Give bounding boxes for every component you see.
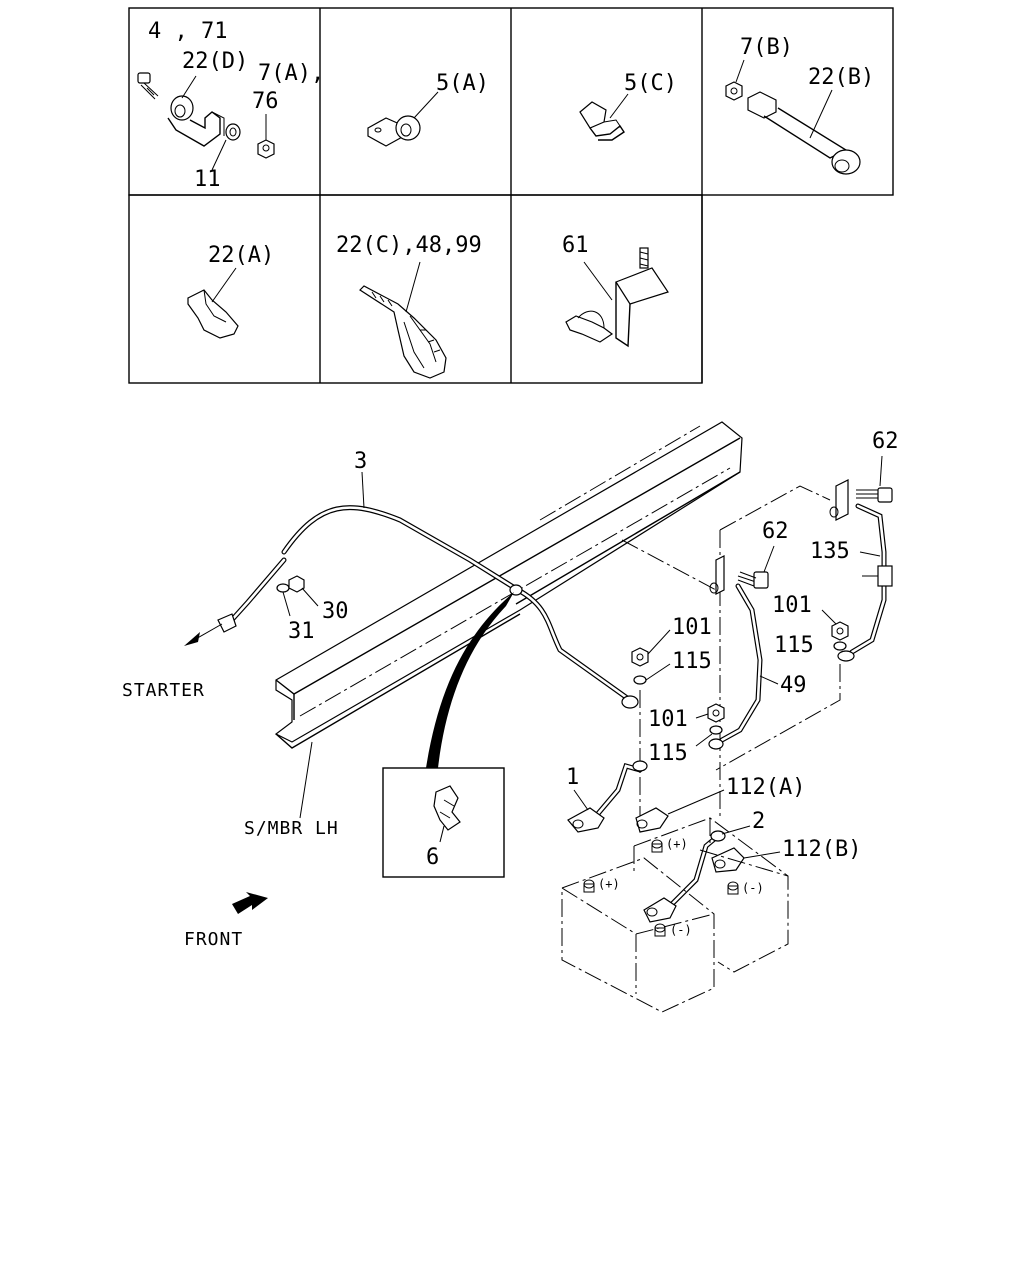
rear-battery-negative-label: (-) xyxy=(742,881,764,895)
clamp-22d-icon xyxy=(167,75,225,147)
legend-grid xyxy=(128,7,894,384)
callout-2: 2 xyxy=(752,809,765,834)
callout-112b: 112(B) xyxy=(782,837,861,862)
cable-49 xyxy=(708,583,763,750)
routing-guide-lines xyxy=(621,485,841,820)
label-61: 61 xyxy=(562,233,589,258)
leader-31 xyxy=(282,591,291,617)
rear-battery-positive-label: (+) xyxy=(666,837,688,851)
battery-front xyxy=(561,857,715,1013)
legend-panel-7: 61 xyxy=(562,233,669,348)
callout-1: 1 xyxy=(566,765,579,790)
label-7a: 7(A), xyxy=(258,61,324,86)
front-label: FRONT xyxy=(184,929,243,950)
nut-101-right xyxy=(831,621,849,651)
label-22d: 22(D) xyxy=(182,49,248,74)
leader-101-lower xyxy=(695,713,709,719)
front-battery-positive-label: (+) xyxy=(598,877,620,891)
label-7b: 7(B) xyxy=(740,35,793,60)
cable-135 xyxy=(837,503,893,662)
bolt-icon xyxy=(137,72,159,100)
bolt-62-lower xyxy=(737,571,769,589)
side-member-label: S/MBR LH xyxy=(244,818,339,839)
label-4-71: 4 , 71 xyxy=(148,19,227,44)
front-arrow xyxy=(232,892,268,914)
callout-101-lower: 101 xyxy=(648,707,688,732)
callout-112a: 112(A) xyxy=(726,775,805,800)
nut-101-mid xyxy=(631,647,649,685)
callout-31: 31 xyxy=(288,619,315,644)
nut-101-lower xyxy=(707,703,725,735)
callout-6: 6 xyxy=(426,845,439,870)
cable-tie-icon xyxy=(359,261,447,379)
clamp-6-detail xyxy=(382,592,514,878)
battery-rear xyxy=(633,817,789,973)
label-22a: 22(A) xyxy=(208,243,274,268)
terminal-112b xyxy=(711,847,745,873)
label-22c-48-99: 22(C),48,99 xyxy=(336,233,482,258)
callout-115-mid: 115 xyxy=(672,649,712,674)
callout-62-upper: 62 xyxy=(872,429,899,454)
starter-arrow xyxy=(184,623,223,646)
callout-62-lower: 62 xyxy=(762,519,789,544)
callout-115-right: 115 xyxy=(774,633,814,658)
leader-112b xyxy=(743,851,781,859)
callout-49: 49 xyxy=(780,673,807,698)
bolt-62-upper xyxy=(856,487,893,503)
label-76: 76 xyxy=(252,89,279,114)
front-battery-negative-label: (-) xyxy=(670,923,692,937)
bracket-61-icon xyxy=(565,247,669,348)
label-22b: 22(B) xyxy=(808,65,874,90)
cable-1 xyxy=(567,760,648,833)
legend-panel-3: 5(C) xyxy=(579,71,677,141)
leader-62-lower xyxy=(763,545,775,573)
bracket-22b-icon xyxy=(747,89,861,175)
legend-panel-2: 5(A) xyxy=(367,71,489,147)
leader-101-right xyxy=(821,609,837,625)
starter-label: STARTER xyxy=(122,680,205,701)
leader-3 xyxy=(361,471,365,509)
cable-2 xyxy=(643,830,726,923)
leader-30 xyxy=(301,587,319,607)
bracket-plates xyxy=(709,479,849,595)
callout-135: 135 xyxy=(810,539,850,564)
leader-1 xyxy=(573,789,589,811)
leader-2 xyxy=(721,825,751,835)
leader-112a xyxy=(667,789,725,815)
leader-115-lower xyxy=(695,733,713,747)
strap-22a-icon xyxy=(187,267,239,339)
callout-101-mid: 101 xyxy=(672,615,712,640)
nut-7b-icon xyxy=(725,59,745,101)
callout-30: 30 xyxy=(322,599,349,624)
battery-terminals xyxy=(583,839,739,937)
cable-3 xyxy=(217,505,639,709)
leader-135 xyxy=(859,551,881,557)
callout-3: 3 xyxy=(354,449,367,474)
legend-panel-1: 4 , 71 22(D) 7(A), 76 11 xyxy=(137,19,324,192)
leader-62-upper xyxy=(879,455,883,487)
leader-115-mid xyxy=(645,663,671,681)
washer-nut-icon xyxy=(211,114,275,171)
label-11: 11 xyxy=(194,167,221,192)
label-5c: 5(C) xyxy=(624,71,677,96)
legend-panel-5: 22(A) xyxy=(187,243,274,339)
leader-49 xyxy=(759,675,779,685)
callout-115-lower: 115 xyxy=(648,741,688,766)
callout-101-right: 101 xyxy=(772,593,812,618)
terminal-112a xyxy=(635,807,669,833)
legend-panel-6: 22(C),48,99 xyxy=(336,233,482,379)
legend-panel-4: 7(B) 22(B) xyxy=(725,35,874,175)
leader-101-mid xyxy=(647,629,671,655)
label-5a: 5(A) xyxy=(436,71,489,96)
clip-5a-icon xyxy=(367,91,439,147)
leader-smbr xyxy=(299,741,313,819)
clip-5c-icon xyxy=(579,93,629,141)
